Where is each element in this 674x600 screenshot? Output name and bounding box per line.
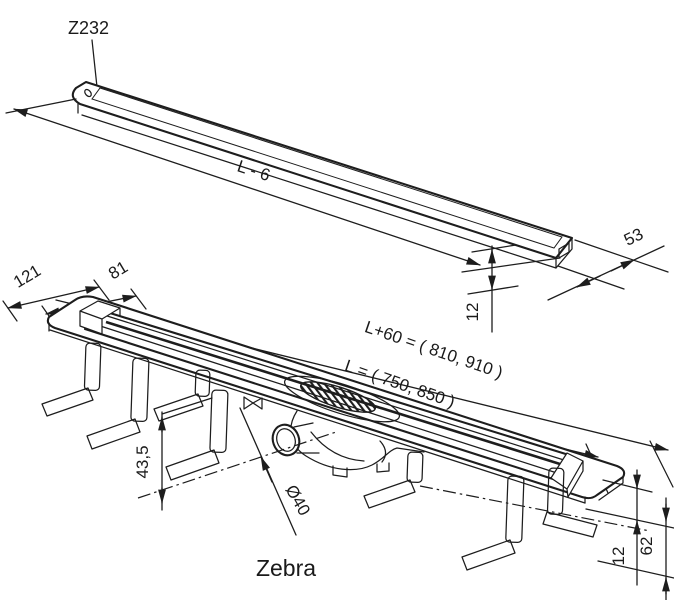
grate-width-dim-line bbox=[547, 245, 665, 301]
trap-insert-outline bbox=[283, 375, 401, 423]
flange-thickness-edge bbox=[49, 329, 586, 504]
grate-thickness-dimension: 12 bbox=[463, 303, 482, 322]
product-name-label: Zebra bbox=[256, 555, 316, 581]
overall-length-ext-right bbox=[649, 440, 674, 488]
siphon-detail-lines bbox=[310, 431, 387, 463]
clip-detail bbox=[243, 396, 263, 410]
grate-bottom-edge bbox=[81, 114, 557, 269]
grate-view: Z232 L - 6 12 53 bbox=[5, 18, 669, 333]
grate-width-ext-far bbox=[574, 239, 669, 273]
trough-left-end-cap bbox=[79, 300, 121, 335]
grate-end-hole bbox=[84, 88, 92, 98]
drain-opening-hatched bbox=[299, 381, 377, 413]
mounting-foot-near-3 bbox=[461, 475, 525, 571]
flange-width-ext-left bbox=[2, 300, 18, 322]
flange-thickness-dimension-right: 12 bbox=[609, 547, 628, 566]
part-code-label: Z232 bbox=[68, 18, 109, 38]
channel-body-view: L+60 = ( 810, 910 ) L = ( 750, 850 ) 121… bbox=[2, 257, 674, 600]
trough-far-rail-outer bbox=[95, 307, 571, 457]
grate-length-dim-line bbox=[13, 108, 481, 266]
body-depth-dimension: 62 bbox=[637, 537, 656, 556]
part-code-leader-line bbox=[91, 39, 98, 88]
mounting-foot-far-3 bbox=[363, 451, 424, 509]
flange-top-ref-line bbox=[602, 479, 653, 493]
grate-length-ext-left bbox=[5, 98, 77, 114]
grate-width-dimension: 53 bbox=[621, 224, 646, 249]
grate-width-ext-near bbox=[557, 265, 625, 290]
grate-right-end-face bbox=[555, 237, 573, 269]
grate-thickness-ref-top bbox=[471, 244, 517, 253]
outlet-height-ref-top bbox=[161, 397, 213, 415]
outlet-pipe-opening bbox=[271, 423, 301, 457]
body-bottom-ref-line bbox=[585, 508, 674, 529]
outlet-pipe-inner-wall bbox=[276, 428, 296, 452]
mounting-foot-near-2 bbox=[165, 389, 229, 481]
mounting-foot-far-1 bbox=[41, 342, 102, 417]
feet-bottom-ref-line bbox=[597, 560, 674, 579]
mounting-foot-far-right bbox=[542, 467, 598, 538]
mounting-foot-near-1 bbox=[86, 357, 150, 450]
body-centerline-right bbox=[419, 485, 651, 532]
grate-width-arrow-right bbox=[610, 259, 635, 272]
flange-edge-details bbox=[48, 322, 624, 504]
outlet-height-dimension: 43,5 bbox=[133, 445, 152, 478]
outlet-pipe-cylinder bbox=[293, 422, 320, 454]
flange-width-dimension: 121 bbox=[10, 261, 44, 292]
outlet-diameter-arrow bbox=[260, 456, 273, 483]
trough-width-dimension: 81 bbox=[105, 257, 131, 283]
grate-length-ext-right bbox=[461, 257, 561, 273]
grate-slot-band bbox=[91, 87, 563, 249]
siphon-feet-tabs bbox=[332, 462, 390, 478]
trough-near-rail-outer bbox=[83, 327, 555, 481]
trough-right-end-cap bbox=[550, 452, 584, 498]
trough-width-ext-right bbox=[130, 288, 147, 310]
grate-width-arrow-left bbox=[576, 275, 601, 288]
grate-end-tab bbox=[558, 242, 570, 259]
grate-thickness-ref-bottom bbox=[467, 285, 519, 295]
outlet-axis-centerline bbox=[137, 431, 337, 499]
